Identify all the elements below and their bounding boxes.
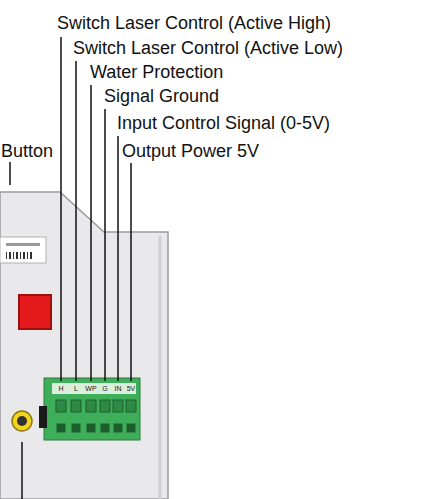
sticker [0, 237, 46, 263]
potentiometer-knob [17, 416, 27, 426]
barcode [6, 243, 40, 259]
leader-line [9, 162, 11, 185]
pin-label: Switch Laser Control (Active Low) [73, 38, 343, 58]
terminal-label-strip [52, 383, 136, 394]
terminal-clip [39, 406, 47, 428]
pin-label: Signal Ground [104, 86, 219, 106]
housing-panel [0, 192, 168, 499]
terminal-mark: G [102, 385, 107, 393]
panel-edge [159, 236, 162, 499]
potentiometer [12, 411, 32, 431]
terminal-block [44, 378, 140, 440]
terminal-mark: L [74, 385, 78, 393]
terminal-mark: H [58, 385, 63, 393]
pin-label: Water Protection [90, 62, 223, 82]
terminal-mark: WP [85, 385, 96, 393]
terminal-mark: 5V [127, 385, 136, 393]
pin-label: Switch Laser Control (Active High) [57, 13, 331, 33]
part-label: Button [1, 141, 53, 161]
red-button [19, 295, 51, 329]
pin-label: Output Power 5V [122, 141, 259, 161]
terminal-mark: IN [115, 385, 122, 393]
terminal-screws [56, 400, 136, 432]
pin-label: Input Control Signal (0-5V) [117, 113, 330, 133]
leader-line [21, 442, 23, 499]
